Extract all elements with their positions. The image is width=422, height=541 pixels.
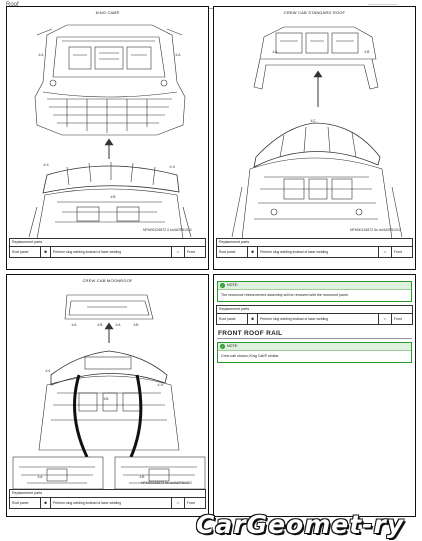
replacement-parts-table: Replacement parts Roof panel ✱ Perform s… [216,305,413,325]
crew-cab-standard-diagram [231,26,403,240]
table-row: Roof panel ✱ Perform slug welding instea… [217,247,412,257]
table-row: Roof panel ✱ Perform slug welding instea… [10,498,205,508]
cargeometry-logo: CarGeomet-ry [196,510,405,539]
panel-crew-cab-moonroof: CREW CAB MOONROOF ①A ①B [6,274,209,517]
figure-code: NFM00126872 0 kn/ADFB1022 [143,228,192,232]
panel-king-cab: KING CAB® ①A ①A ① [6,6,209,270]
callout-1a-top-2: ①A [115,323,121,327]
arrow-left-icon: ⇦ [172,247,185,257]
table-row: Roof panel ✱ Perform slug welding instea… [10,247,205,257]
arrow-left-icon: ⇦ [379,314,392,324]
callout-sub-1b: ①B [139,475,145,479]
cell-mark: ✱ [248,314,258,324]
note-box-moonroof: ✓ NOTE: The moonroof reinforcement assem… [217,281,412,302]
figure-code: NFM00126872 6s dn/ADFB1022 [141,481,192,485]
note-header: ✓ NOTE: [218,343,411,351]
callout-1a-right: ①A [175,53,181,57]
table-header: Replacement parts [217,239,412,247]
callout-1c: ①C [310,119,316,123]
panel-notes-front-roof-rail: ✓ NOTE: The moonroof reinforcement assem… [213,274,416,517]
section-rule [217,338,412,339]
page-header-ref: —————— [368,2,398,8]
section-title-front-roof-rail: FRONT ROOF RAIL [218,330,283,337]
callout-1a-left: ①A [38,53,44,57]
cell-direction: Front [187,501,195,505]
table-header: Replacement parts [10,239,205,247]
panel-crew-cab-standard-roof: CREW CAB STANDARD ROOF ①A ①B ①C NFM00126… [213,6,416,270]
cell-mark: ✱ [41,247,51,257]
callout-11: ①① [43,163,50,167]
replacement-parts-table: Replacement parts Roof panel ✱ Perform s… [9,238,206,258]
replacement-parts-table: Replacement parts Roof panel ✱ Perform s… [216,238,413,258]
callout-1a-top: ①A [71,323,77,327]
figure-code: NFM00126872 6s dn/ADFB1022 [350,228,401,232]
cell-operation: Perform slug welding instead of laser we… [258,314,379,324]
king-cab-diagram [28,24,192,240]
check-icon: ✓ [220,344,225,349]
cell-operation: Perform slug welding instead of laser we… [51,247,172,257]
cell-operation: Perform slug welding instead of laser we… [51,498,172,508]
callout-1b: ①B [364,50,370,54]
note-title: NOTE: [227,344,238,348]
cell-part: Roof panel [217,247,248,257]
arrow-left-icon: ⇦ [172,498,185,508]
cell-part: Roof panel [10,247,41,257]
note-box-crew-cab: ✓ NOTE: Crew cab shown; King Cab® simila… [217,342,412,363]
callout-14: ①4 [45,369,51,373]
page-header-rule [6,8,416,9]
cell-direction: Front [187,250,195,254]
callout-1b-top: ①B [97,323,103,327]
callout-1b: ①B [110,195,116,199]
page-header-section: Roof [6,2,19,8]
crew-cab-moonroof-diagram [12,294,206,490]
callout-13: ①③ [169,165,176,169]
table-row: Roof panel ✱ Perform slug welding instea… [217,314,412,324]
table-header: Replacement parts [10,490,205,498]
cell-part: Roof panel [10,498,41,508]
cell-direction: Front [394,250,402,254]
note-title: NOTE: [227,283,238,287]
callout-1a: ①A [272,50,278,54]
arrow-left-icon: ⇦ [379,247,392,257]
callout-13: ①③ [157,383,164,387]
table-header: Replacement parts [217,306,412,314]
cell-mark: ✱ [248,247,258,257]
cell-direction: Front [394,317,402,321]
note-body: Crew cab shown; King Cab® similar. [221,354,280,358]
panel-title: KING CAB® [95,10,120,15]
panel-title: CREW CAB MOONROOF [82,278,133,283]
replacement-parts-table: Replacement parts Roof panel ✱ Perform s… [9,489,206,509]
note-header: ✓ NOTE: [218,282,411,290]
panel-title: CREW CAB STANDARD ROOF [283,10,346,15]
callout-sub-1a: ①A [37,475,43,479]
cell-mark: ✱ [41,498,51,508]
callout-1b-center: ①B [103,397,109,401]
callout-1b-top-2: ①B [133,323,139,327]
cell-operation: Perform slug welding instead of laser we… [258,247,379,257]
note-body: The moonroof reinforcement assembly will… [221,293,349,297]
cell-part: Roof panel [217,314,248,324]
check-icon: ✓ [220,283,225,288]
